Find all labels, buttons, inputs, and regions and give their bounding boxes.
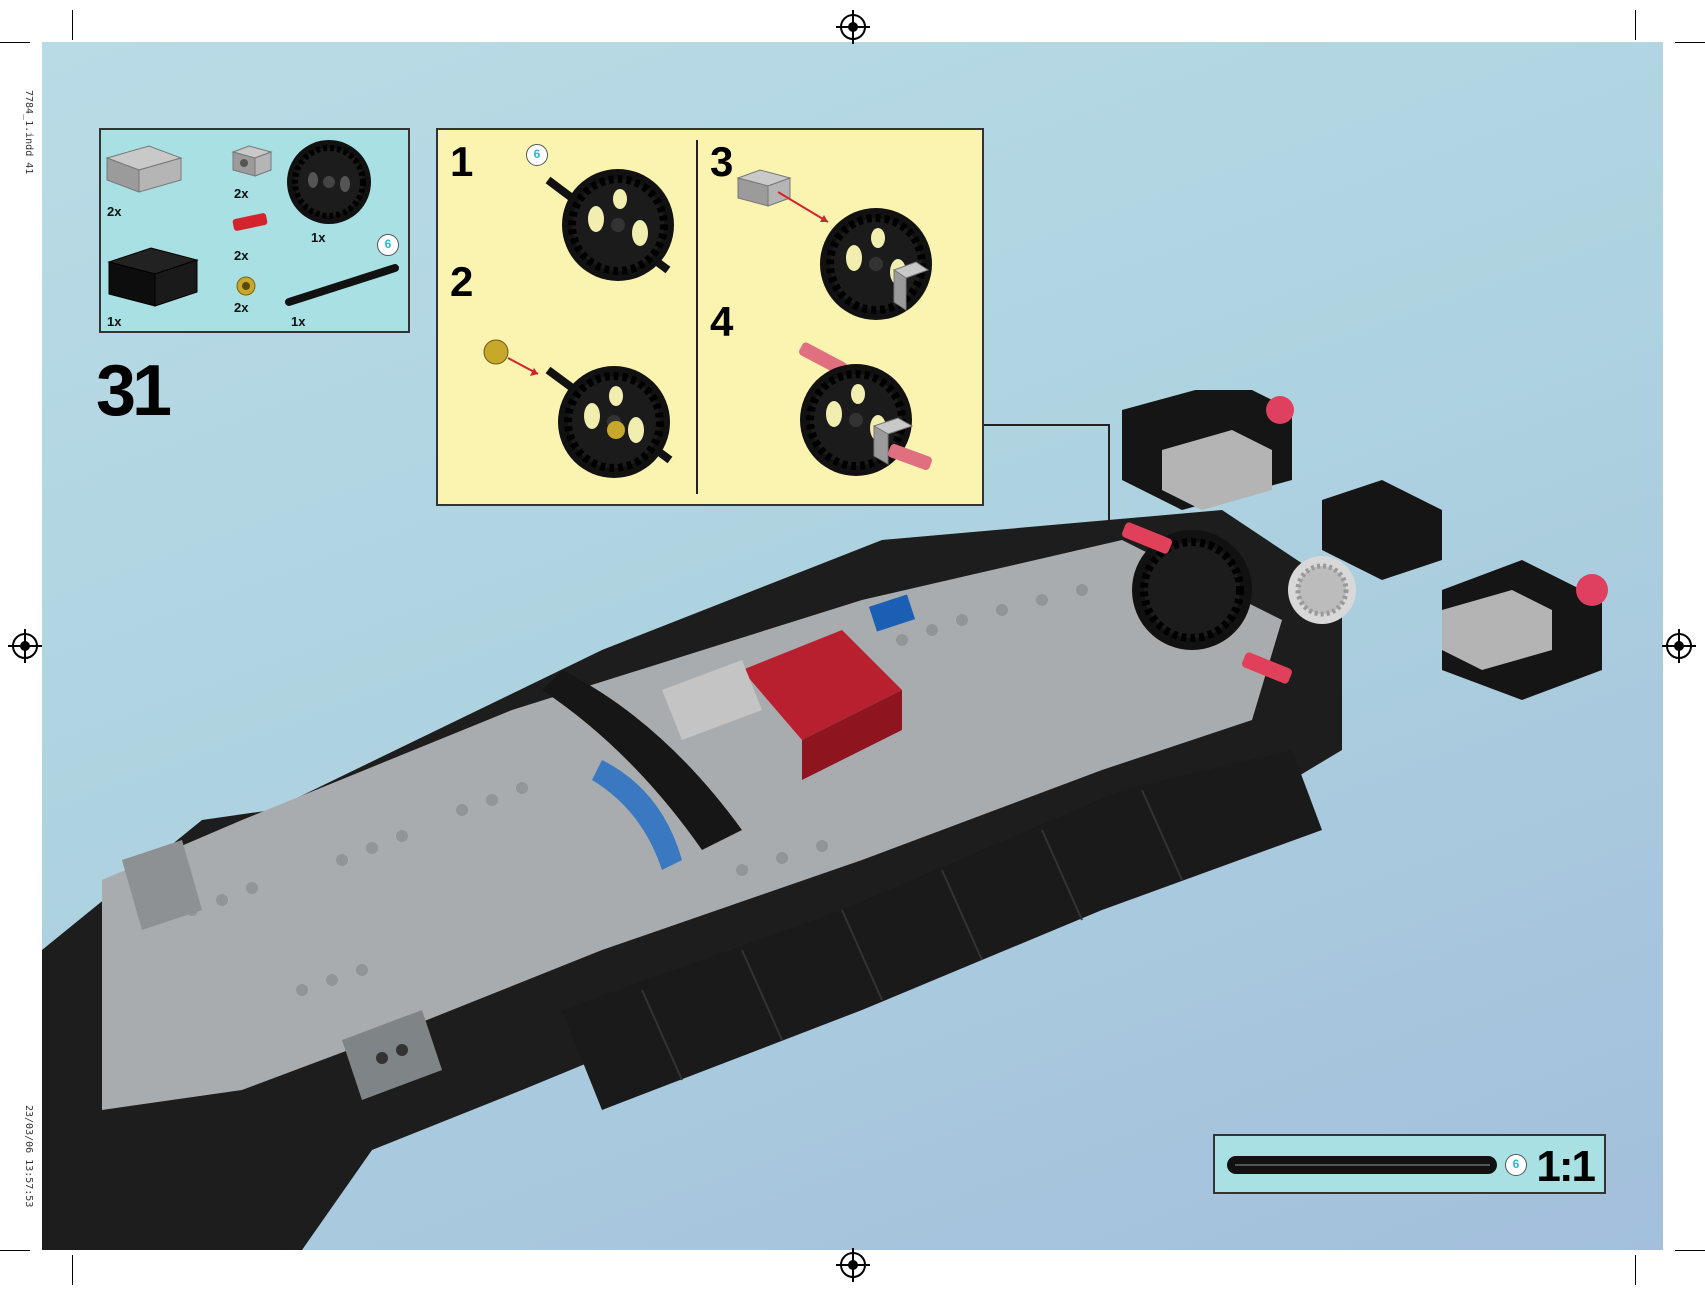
qty-label: 2x	[234, 186, 249, 201]
qty-label: 2x	[234, 248, 249, 263]
gray-technic-brick-part	[231, 145, 273, 177]
gray-brick-2x4-part	[105, 145, 183, 193]
registration-mark	[12, 633, 38, 659]
black-gear-part	[287, 140, 371, 224]
slug-date: 23/03/06 13:57:53	[23, 1105, 34, 1208]
qty-label: 2x	[107, 204, 122, 219]
crop-mark	[1635, 1255, 1636, 1285]
parts-list-panel: 2x 2x 1x 2x 1x 2x 1x 6	[99, 128, 410, 333]
black-brick-2x4-part	[107, 247, 199, 307]
red-engine-block	[662, 630, 902, 780]
crop-mark	[1675, 1250, 1705, 1251]
axle-length-badge: 6	[1505, 1154, 1527, 1176]
crop-mark	[72, 10, 73, 40]
substep-2-gear-bush	[483, 339, 670, 478]
substep-3-brick-gear	[736, 169, 932, 320]
crop-mark	[72, 1255, 73, 1285]
black-axle-part	[285, 264, 399, 306]
qty-label: 2x	[234, 300, 249, 315]
axle-length-badge: 6	[377, 234, 399, 256]
scale-label: 1:1	[1536, 1142, 1596, 1191]
crop-mark	[1675, 42, 1705, 43]
callout-line	[984, 424, 1110, 426]
crop-mark	[0, 42, 30, 43]
registration-mark	[840, 14, 866, 40]
qty-label: 1x	[311, 230, 326, 245]
substep-divider	[696, 140, 698, 494]
substep-number: 2	[450, 258, 474, 305]
qty-label: 1x	[291, 314, 306, 329]
slug-file: 7784_1.indd 41	[23, 90, 34, 175]
qty-label: 1x	[107, 314, 122, 329]
crop-mark	[1635, 10, 1636, 40]
red-axle-connector-part	[232, 213, 268, 231]
substep-number: 4	[710, 298, 734, 345]
yellow-bush-part	[236, 276, 256, 296]
substep-1-gear-axle	[545, 169, 674, 281]
substep-number: 3	[710, 138, 734, 185]
model-illustration	[42, 390, 1608, 1250]
gear-assembly	[1122, 522, 1356, 684]
crop-mark	[0, 1250, 30, 1251]
registration-mark	[840, 1252, 866, 1278]
substep-4-connector-gear	[798, 342, 932, 476]
step-number: 31	[96, 351, 172, 431]
axle-scale-panel: 6 1:1	[1213, 1134, 1606, 1194]
substep-panel: 1 2 3 4 6	[436, 128, 984, 506]
registration-mark	[1666, 633, 1692, 659]
axle-length-badge: 6	[526, 144, 548, 166]
callout-line	[1108, 424, 1110, 554]
substep-number: 1	[450, 138, 474, 185]
